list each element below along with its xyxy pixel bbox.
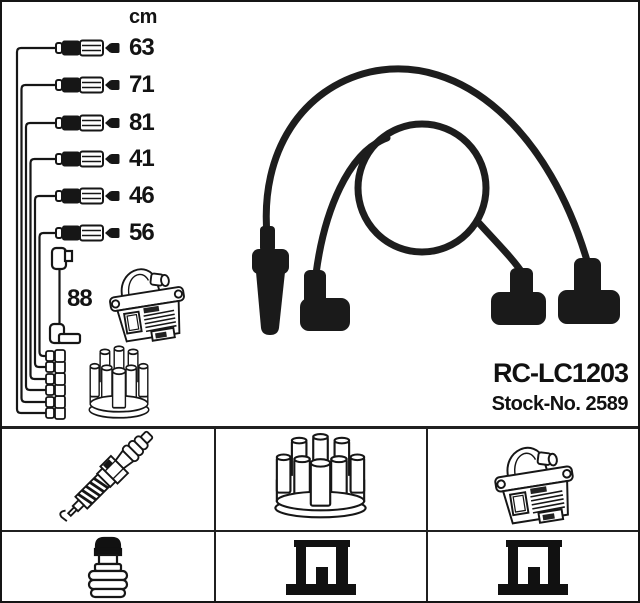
cable-connector-icon — [55, 39, 121, 242]
top-section: cm 63 71 81 41 46 56 88 RC-LC1203 Stock-… — [2, 2, 638, 426]
distributor-cap-icon — [88, 345, 150, 419]
schematic-diagram — [15, 46, 60, 415]
line-art — [15, 39, 620, 420]
ignition-coil-icon — [104, 262, 192, 348]
din-terminal-icon — [498, 539, 568, 595]
legend-cell-plug-boot — [2, 530, 214, 601]
spark-plug-boot-icon — [87, 536, 129, 598]
legend-grid — [2, 426, 638, 601]
ignition-cable-set-photo — [252, 65, 620, 335]
coil-cable-length: 88 — [67, 285, 93, 312]
legend-cell-din-terminal-2 — [426, 530, 638, 601]
legend-cell-ignition-coil — [426, 429, 638, 530]
unit-label: cm — [129, 6, 157, 28]
distributor-cap-icon — [274, 433, 367, 519]
spark-plug-icon — [54, 430, 160, 529]
legend-cell-din-terminal-1 — [214, 530, 426, 601]
cable-length-2: 71 — [129, 71, 155, 98]
coil-wire-icon — [48, 246, 82, 345]
ignition-coil-icon — [489, 440, 581, 529]
cable-length-4: 41 — [129, 145, 155, 172]
din-terminal-icon — [286, 539, 356, 595]
plug-terminal-icon — [45, 349, 66, 420]
stock-number: Stock-No. 2589 — [491, 393, 629, 415]
part-number-block: RC-LC1203 Stock-No. 2589 — [368, 358, 629, 416]
cable-length-3: 81 — [129, 109, 155, 136]
legend-cell-distributor-cap — [214, 429, 426, 530]
part-code: RC-LC1203 — [492, 358, 629, 388]
cable-length-5: 46 — [129, 182, 155, 209]
cable-length-1: 63 — [129, 34, 155, 61]
legend-cell-spark-plug — [2, 429, 214, 530]
cable-length-6: 56 — [129, 219, 155, 246]
